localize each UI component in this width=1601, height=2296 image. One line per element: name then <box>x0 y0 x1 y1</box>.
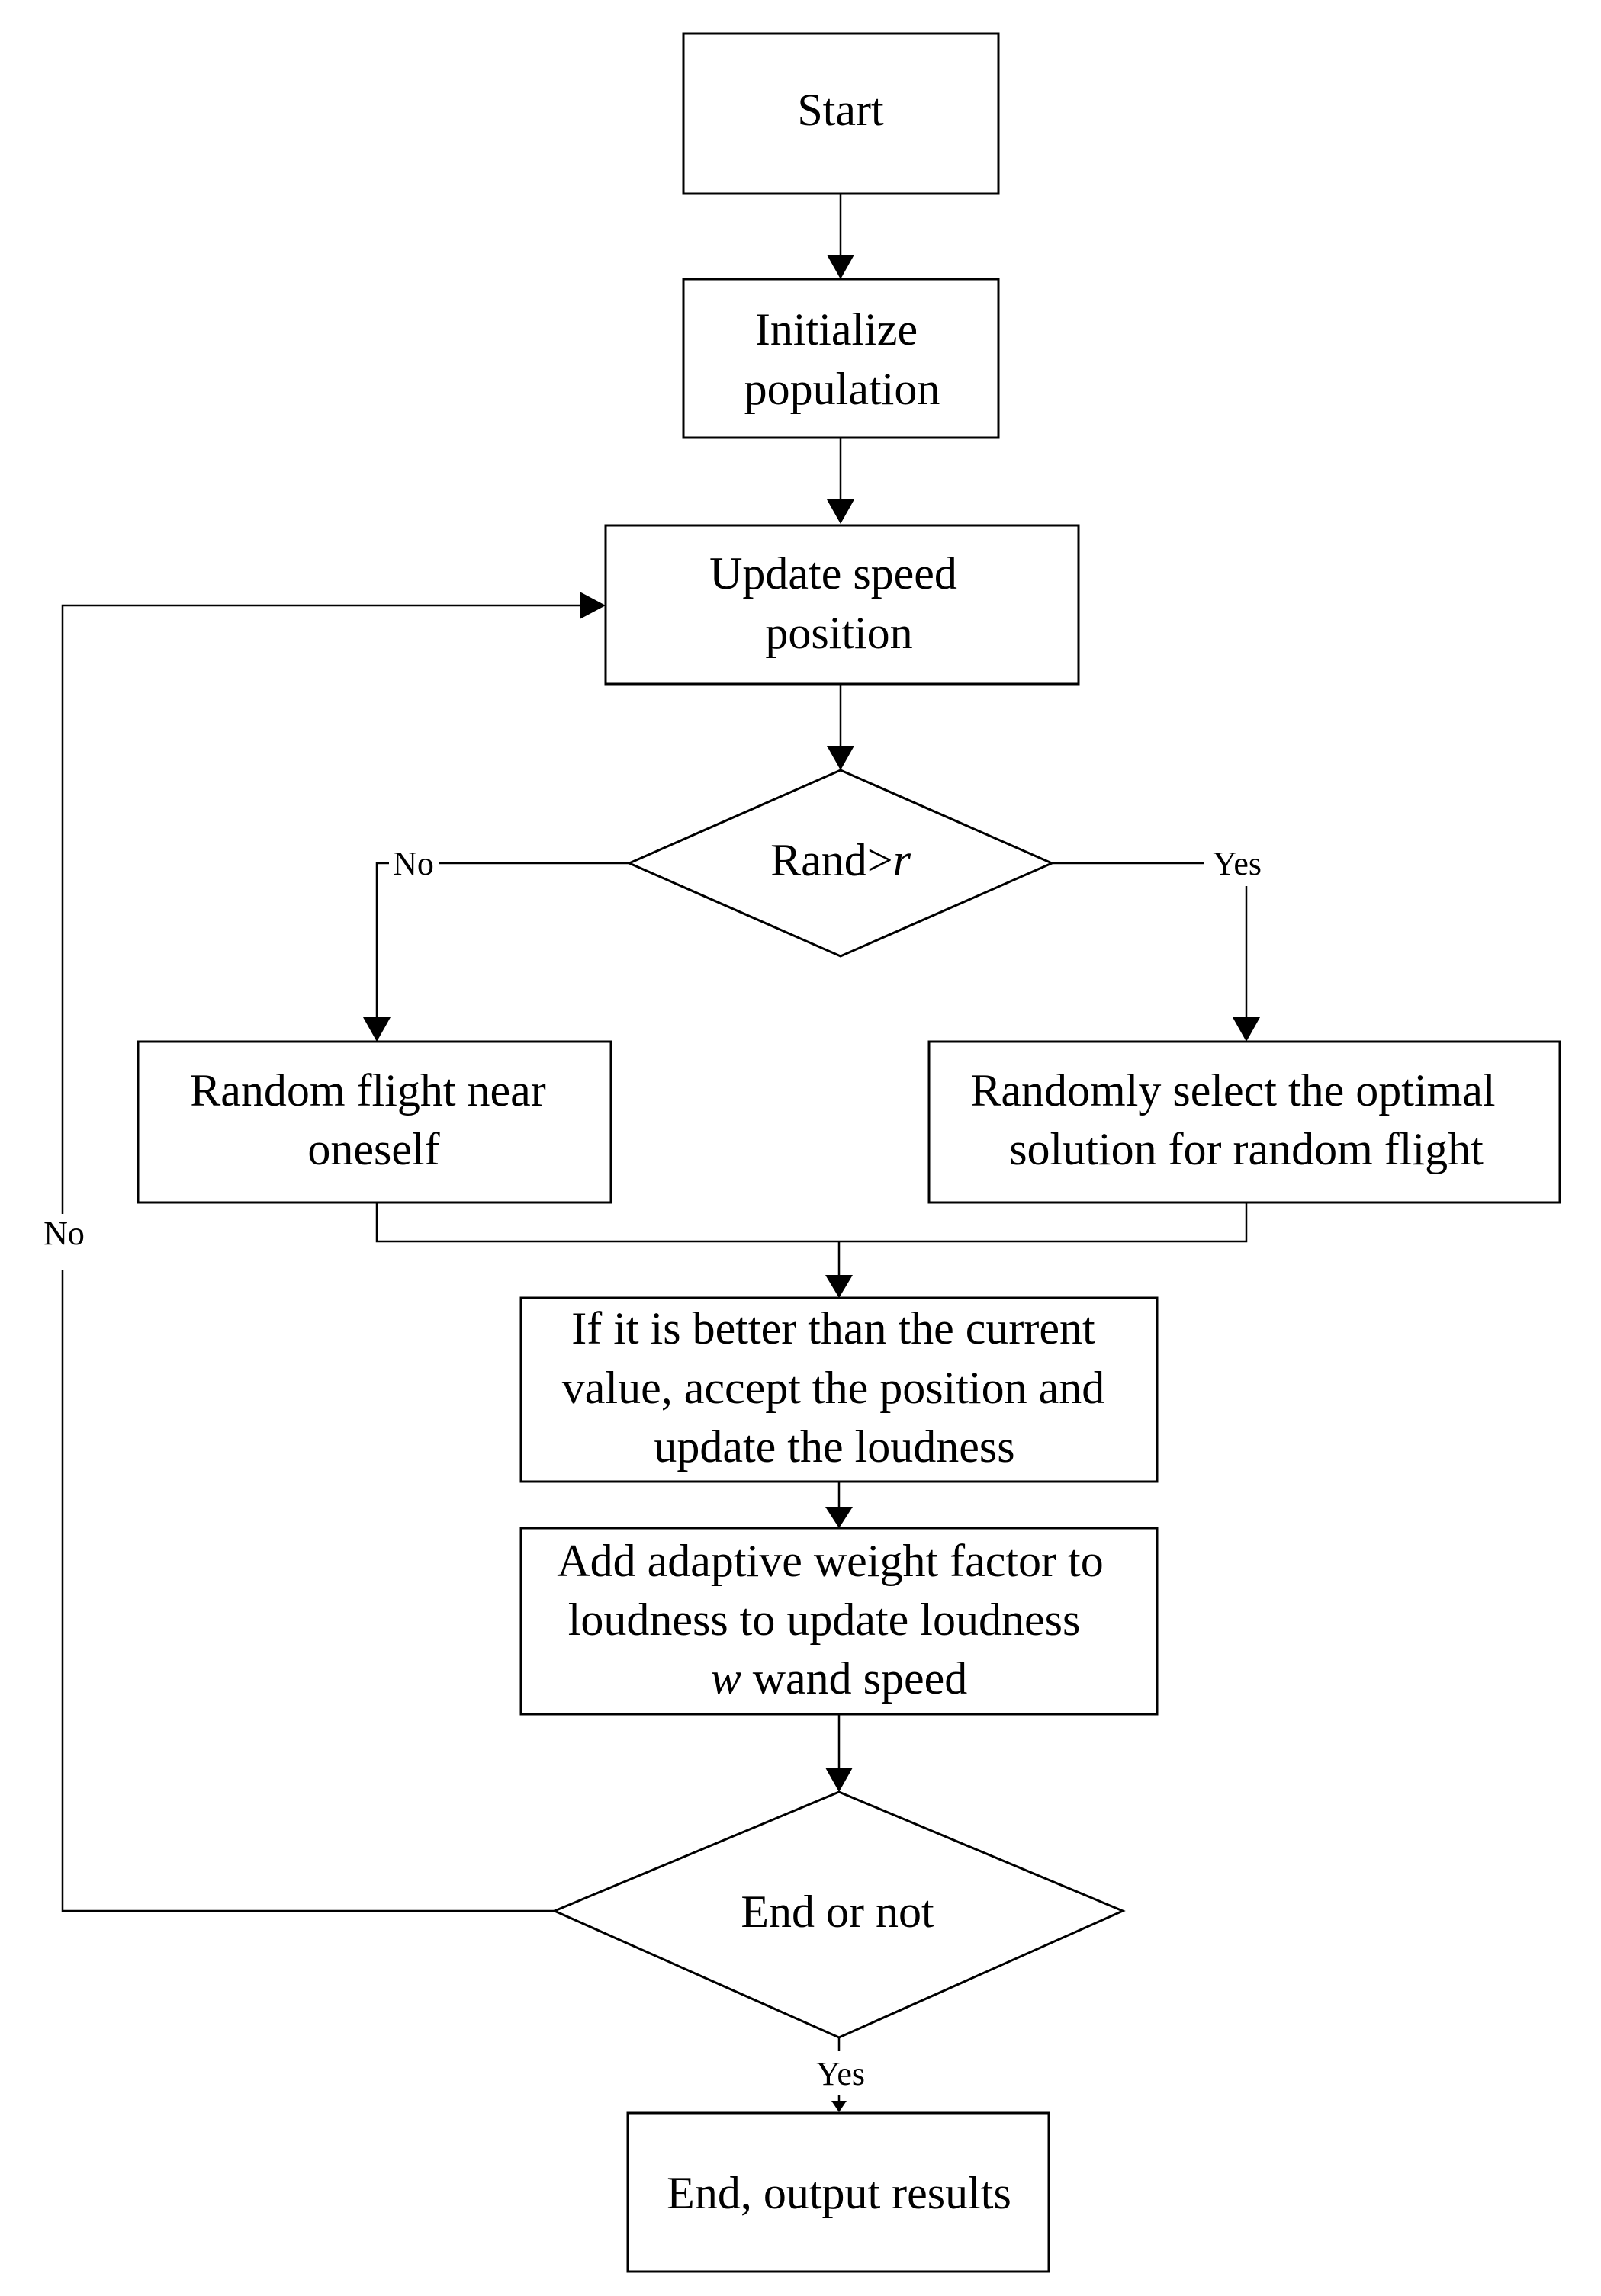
accept-line-2: value, accept the position and <box>562 1363 1104 1413</box>
connectors <box>61 194 1260 2112</box>
random-optimal-label: Randomly select the optimal solution for… <box>970 1065 1506 1174</box>
init-label-line-2: population <box>744 364 940 414</box>
adaptive-w-variable: w <box>711 1653 741 1704</box>
edge-decision-yes-branch <box>1052 862 1248 1019</box>
accept-box <box>519 1296 1159 1483</box>
adaptive-label: Add adaptive weight factor to loudness t… <box>557 1536 1114 1704</box>
update-label-line-2: position <box>765 608 912 658</box>
start-label: Start <box>797 85 884 135</box>
accept-line-1: If it is better than the current <box>571 1303 1095 1354</box>
arrowhead-init <box>827 255 854 279</box>
update-box <box>604 524 1080 686</box>
arrowhead-update <box>827 499 854 524</box>
random-near-label: Random flight near oneself <box>190 1065 558 1174</box>
rand-yes-label: Yes <box>1213 845 1262 882</box>
start-box <box>682 32 1000 195</box>
decision-rand-variable: r <box>893 835 911 885</box>
arrowhead-random-near <box>363 1017 391 1042</box>
arrowhead-decision-end <box>825 1768 853 1792</box>
arrowhead-random-optimal <box>1233 1017 1260 1042</box>
random-near-box <box>137 1040 612 1204</box>
arrowhead-adaptive <box>825 1507 853 1528</box>
adaptive-line-1: Add adaptive weight factor to <box>557 1536 1103 1586</box>
end-box <box>626 2111 1050 2273</box>
decision-rand-text: Rand> <box>770 835 893 885</box>
edge-loop-back <box>61 604 581 1912</box>
update-label: Update speed position <box>709 548 969 658</box>
arrowhead-loop-update <box>580 592 606 619</box>
adaptive-line-3: w wand speed <box>711 1653 968 1704</box>
accept-label: If it is better than the current value, … <box>562 1303 1116 1472</box>
init-label: Initialize population <box>744 304 940 414</box>
random-optimal-line-1: Randomly select the optimal <box>970 1065 1495 1116</box>
arrowhead-decision-rand <box>827 746 854 770</box>
random-near-line-1: Random flight near <box>190 1065 546 1116</box>
decision-rand-diamond <box>626 769 1055 958</box>
update-label-line-1: Update speed <box>709 548 957 599</box>
random-near-line-2: oneself <box>307 1124 439 1174</box>
init-box <box>682 278 1000 439</box>
edge-decision-no-branch <box>375 862 629 1019</box>
arrowhead-end <box>831 2101 847 2112</box>
decision-rand-label: Rand>r <box>770 835 911 885</box>
adaptive-line-3-rest: wand speed <box>741 1653 968 1704</box>
adaptive-box <box>519 1527 1159 1716</box>
random-optimal-line-2: solution for random flight <box>1009 1124 1484 1174</box>
decision-end-diamond <box>551 1790 1126 2039</box>
decision-end-label: End or not <box>741 1887 934 1937</box>
init-label-line-1: Initialize <box>755 304 918 355</box>
accept-line-3: update the loudness <box>654 1421 1014 1472</box>
random-optimal-box <box>927 1040 1561 1204</box>
end-label: End, output results <box>667 2168 1011 2218</box>
rand-no-label: No <box>393 845 434 882</box>
edge-merge <box>375 1203 1248 1276</box>
end-yes-label: Yes <box>816 2055 865 2092</box>
arrowhead-accept <box>825 1275 853 1298</box>
adaptive-line-2: loudness to update loudness <box>568 1594 1081 1645</box>
loop-no-label: No <box>43 1215 85 1252</box>
